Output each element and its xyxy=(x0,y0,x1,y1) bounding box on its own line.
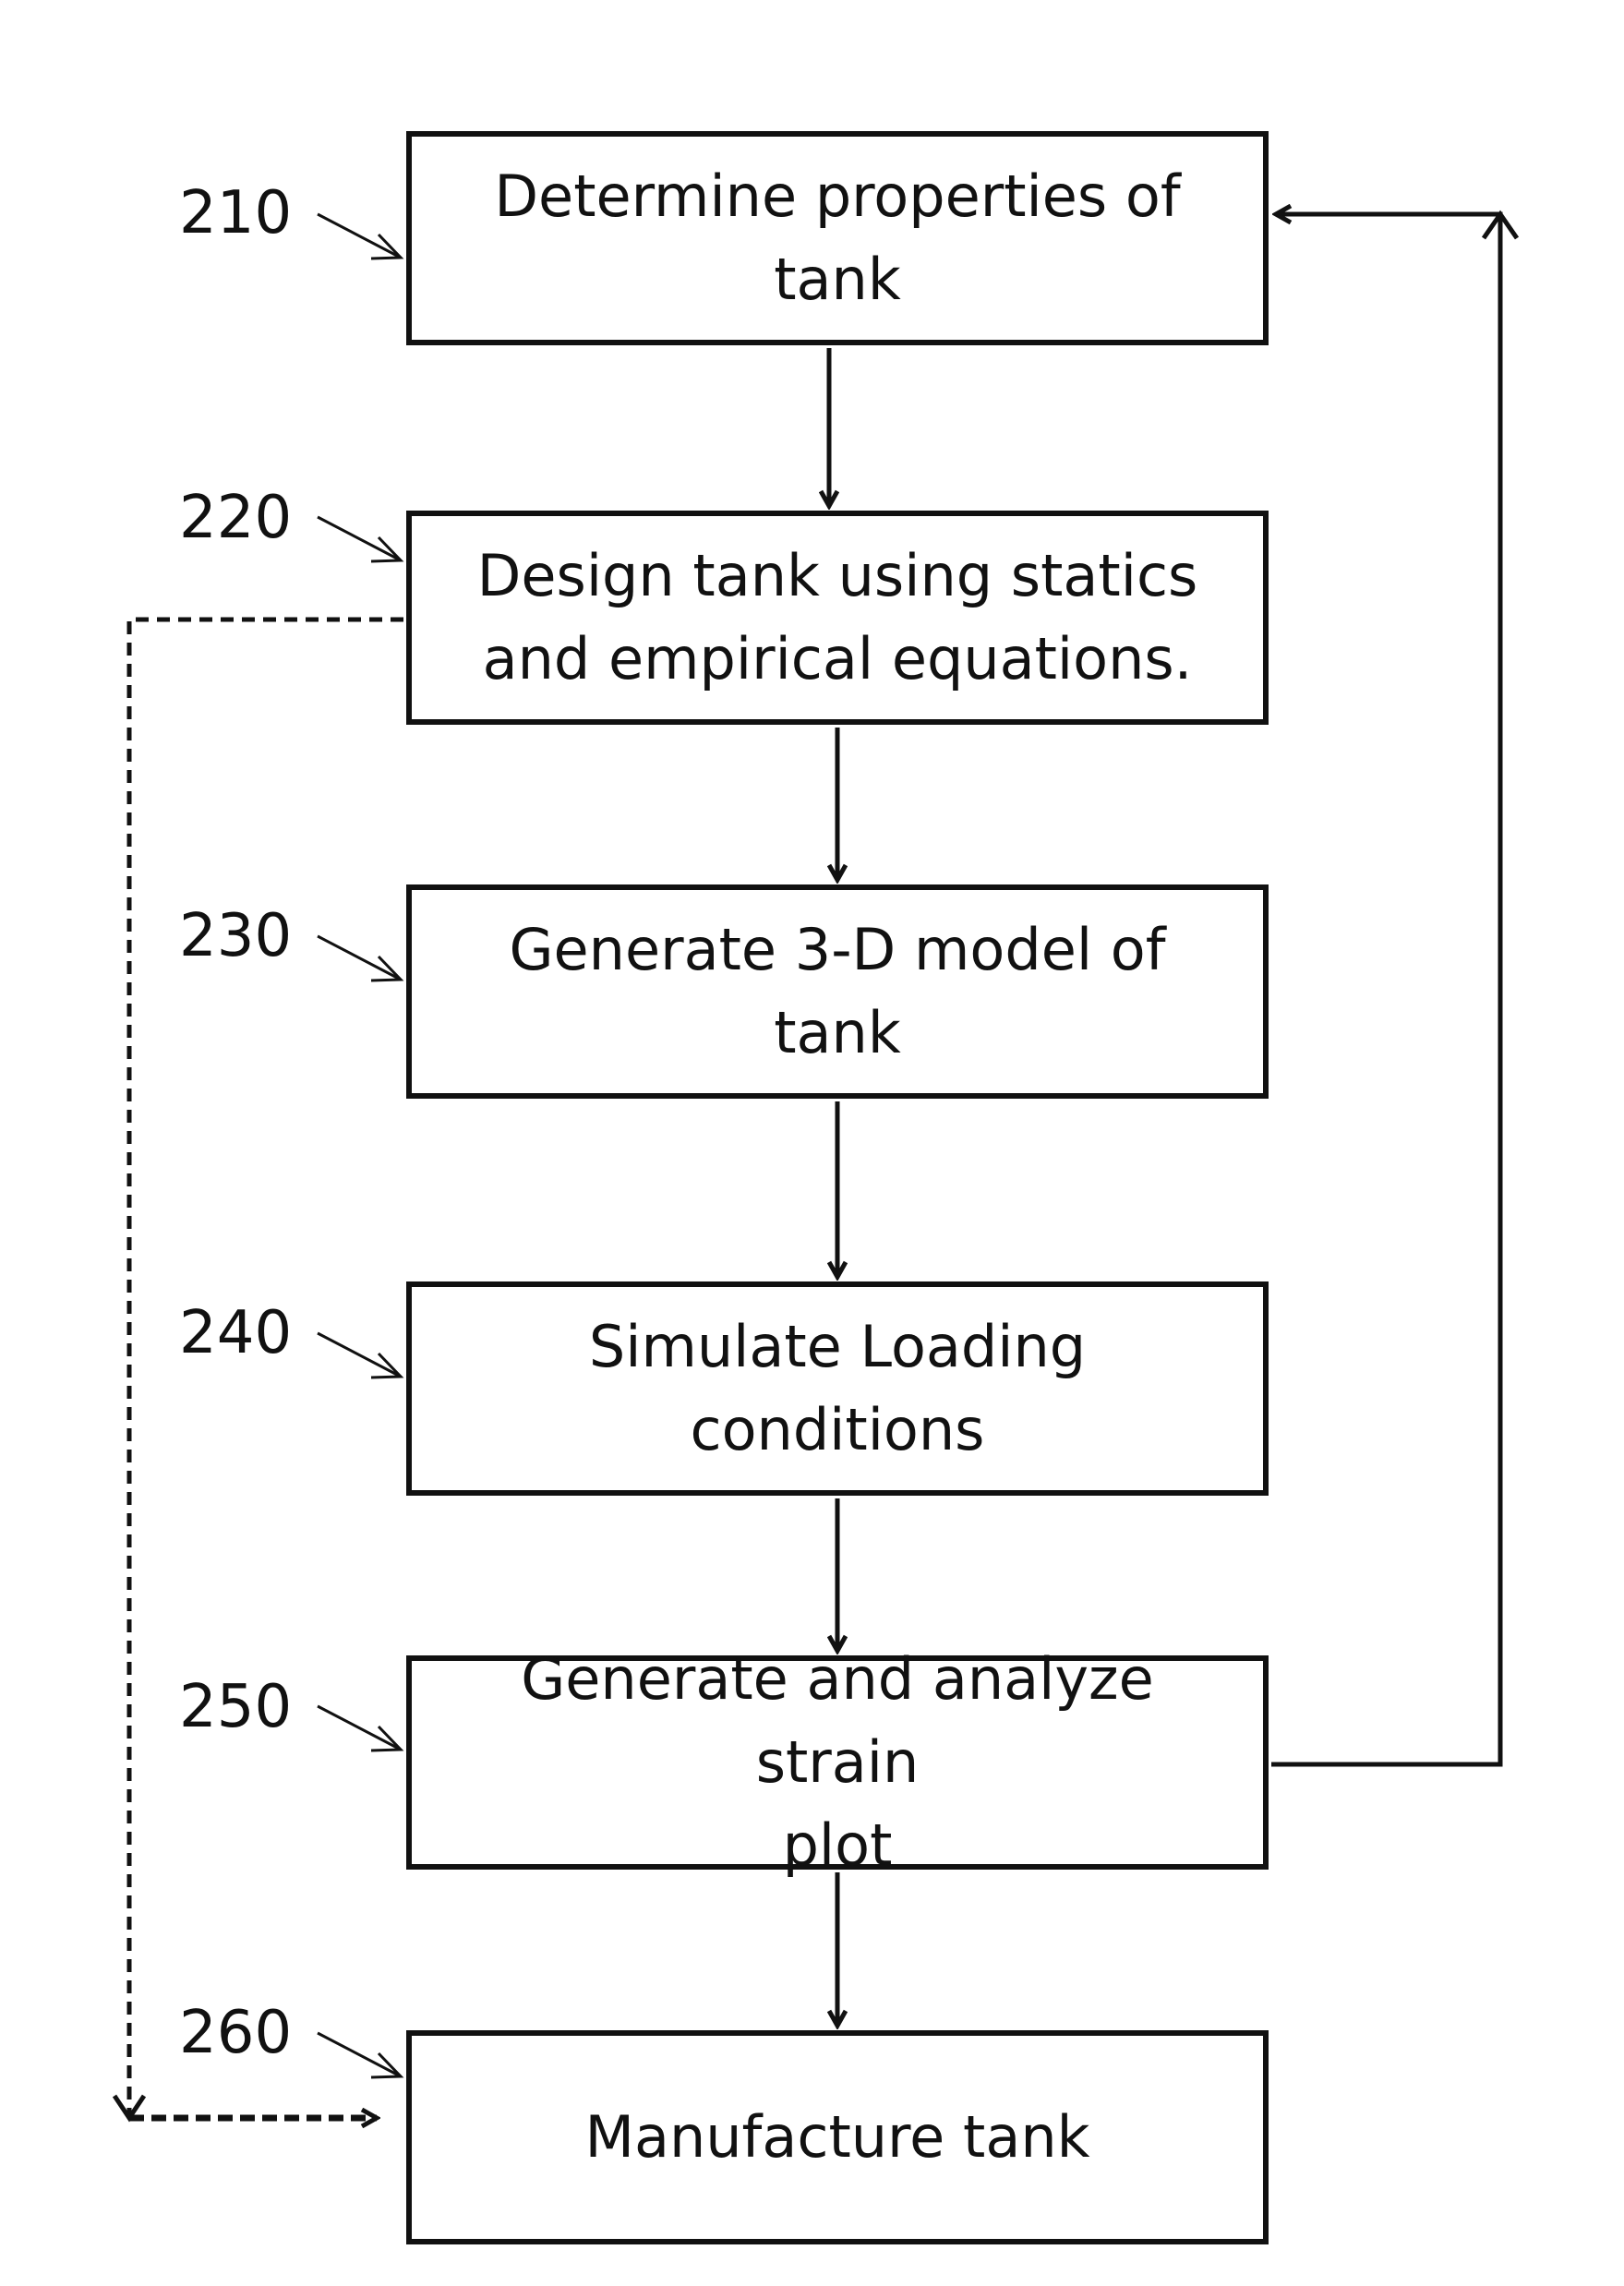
leader-arrowhead-210 xyxy=(371,235,401,259)
step-text-230: Generate 3-D model of tank xyxy=(412,908,1263,1075)
step-box-250: Generate and analyze strain plot xyxy=(406,1655,1269,1870)
ref-numeral-240: 240 xyxy=(179,1301,292,1366)
leader-line-240 xyxy=(318,1333,399,1376)
step-box-240: Simulate Loading conditions xyxy=(406,1281,1269,1496)
leader-arrowhead-220 xyxy=(371,537,401,561)
leader-line-210 xyxy=(318,214,399,257)
step-box-230: Generate 3-D model of tank xyxy=(406,884,1269,1099)
step-text-210: Determine properties of tank xyxy=(468,155,1206,321)
feedback-arrow-250-to-210 xyxy=(1271,214,1500,1764)
leader-arrowhead-260 xyxy=(371,2053,401,2077)
leader-line-230 xyxy=(318,936,399,979)
leader-arrowhead-240 xyxy=(371,1354,401,1378)
ref-numeral-210: 210 xyxy=(179,181,292,246)
ref-numeral-260: 260 xyxy=(179,2001,292,2065)
step-box-260: Manufacture tank xyxy=(406,2030,1269,2244)
step-text-220: Design tank using statics and empirical … xyxy=(451,535,1224,701)
ref-numeral-230: 230 xyxy=(179,904,292,969)
step-box-220: Design tank using statics and empirical … xyxy=(406,511,1269,725)
leader-arrowhead-230 xyxy=(371,957,401,981)
step-text-240: Simulate Loading conditions xyxy=(563,1305,1112,1472)
leader-line-220 xyxy=(318,517,399,559)
step-text-260: Manufacture tank xyxy=(559,2096,1115,2179)
leader-line-260 xyxy=(318,2033,399,2075)
step-text-250: Generate and analyze strain plot xyxy=(412,1638,1263,1887)
ref-numeral-220: 220 xyxy=(179,486,292,550)
step-box-210: Determine properties of tank xyxy=(406,131,1269,345)
leader-line-250 xyxy=(318,1706,399,1749)
leader-arrowhead-250 xyxy=(371,1727,401,1751)
ref-numeral-250: 250 xyxy=(179,1675,292,1739)
